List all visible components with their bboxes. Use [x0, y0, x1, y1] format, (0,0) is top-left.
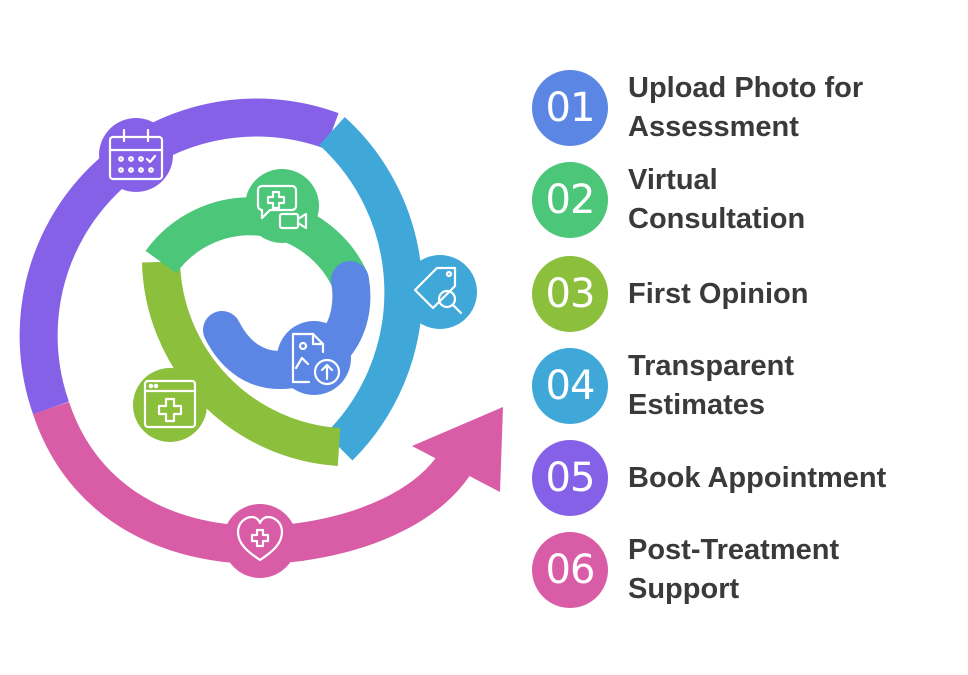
step-5: 05 Book Appointment: [532, 440, 962, 520]
step-6: 06 Post-Treatment Support: [532, 532, 962, 612]
spiral-segment-book-appointment: [19, 98, 339, 415]
step-label: First Opinion: [628, 277, 809, 310]
step-2: 02 Virtual Consultation: [532, 162, 962, 242]
step-number-badge: 05: [532, 440, 608, 516]
video-chat-medical-icon: [245, 169, 319, 243]
spiral-segment-transparent-estimates: [319, 116, 423, 461]
step-number-badge: 02: [532, 162, 608, 238]
step-number-badge: 03: [532, 256, 608, 332]
image-upload-icon: [277, 321, 351, 395]
step-label: Transparent Estimates: [628, 350, 794, 421]
step-label: Virtual Consultation: [628, 164, 806, 235]
calendar-icon: [99, 118, 173, 192]
step-number-badge: 01: [532, 70, 608, 146]
step-3: 03 First Opinion: [532, 256, 962, 336]
step-number-badge: 04: [532, 348, 608, 424]
step-label: Post-Treatment Support: [628, 534, 840, 605]
step-label: Book Appointment: [628, 461, 887, 494]
price-tag-search-icon: [403, 255, 477, 329]
step-number-badge: 06: [532, 532, 608, 608]
step-1: 01 Upload Photo for Assessment: [532, 70, 962, 150]
spiral-segment-first-opinion: [142, 261, 341, 466]
step-label: Upload Photo for Assessment: [628, 72, 864, 143]
heart-plus-icon: [223, 504, 297, 578]
spiral-arrow-head: [412, 407, 503, 492]
step-4: 04 Transparent Estimates: [532, 348, 962, 428]
medical-window-icon: [133, 368, 207, 442]
